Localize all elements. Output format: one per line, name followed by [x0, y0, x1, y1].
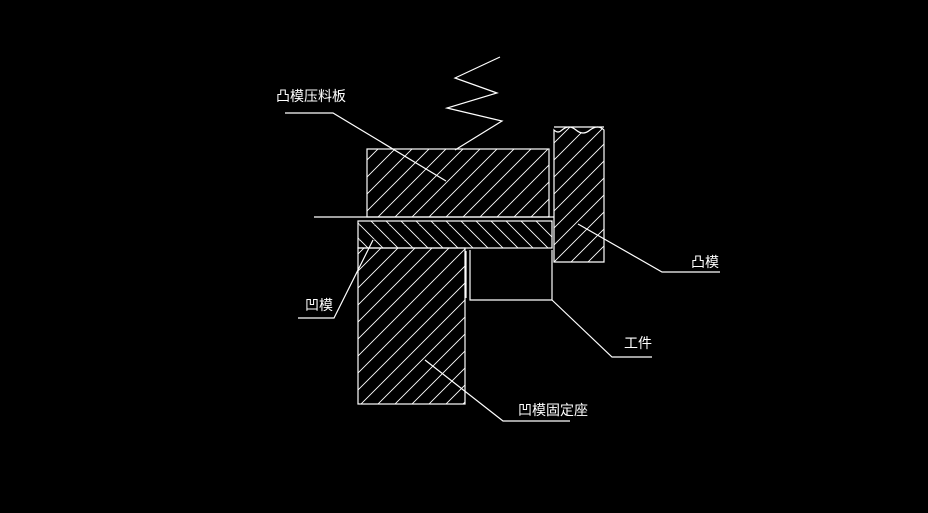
die-holder-block	[357, 247, 466, 405]
label-punch-pressure-plate: 凸模压料板	[276, 89, 346, 105]
label-die-holder: 凹模固定座	[518, 403, 588, 419]
label-punch: 凸模	[691, 255, 719, 271]
label-die: 凹模	[305, 298, 333, 314]
spring	[444, 56, 504, 151]
label-workpiece: 工件	[624, 336, 652, 352]
leader-die	[298, 239, 374, 319]
leader-die-holder	[424, 359, 570, 422]
die-block	[357, 220, 553, 249]
leader-punch	[577, 223, 720, 273]
pressure-plate-block	[366, 148, 550, 218]
leader-workpiece	[551, 299, 652, 358]
workpiece-shape	[469, 250, 553, 301]
leader-pressure-plate	[285, 112, 447, 182]
punch-block	[553, 126, 605, 263]
